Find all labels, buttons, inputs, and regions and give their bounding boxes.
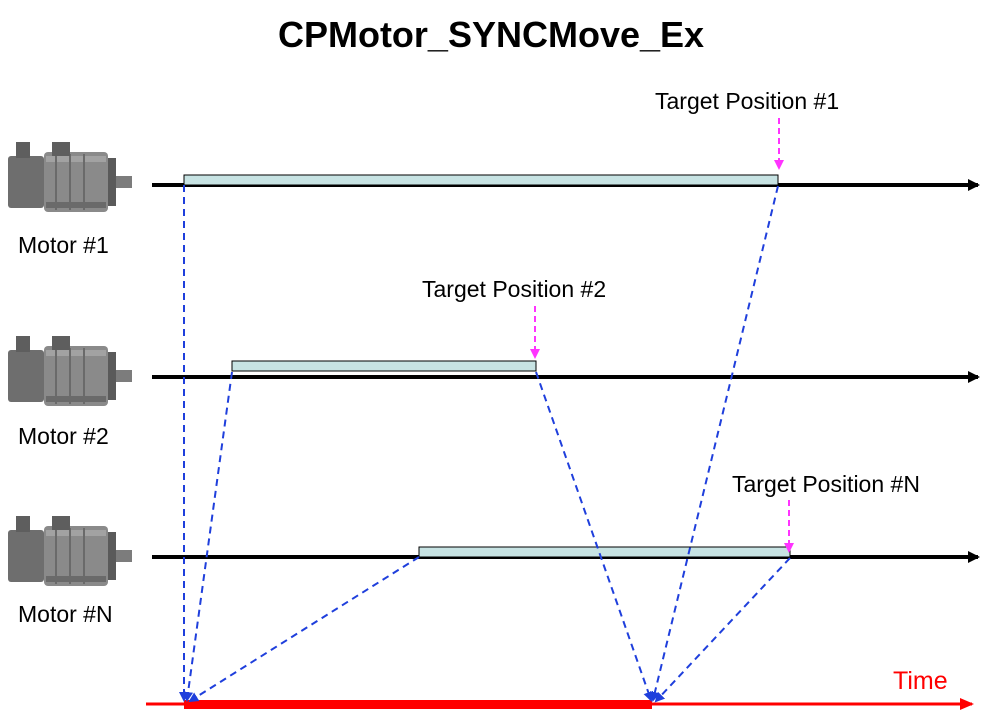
end-connector-motor-1 (650, 185, 779, 702)
end-connector-motor-2 (535, 371, 654, 702)
motor-2-move-bar (231, 360, 537, 372)
start-connector-motor-2 (183, 371, 233, 702)
end-connector-motor-n (654, 557, 791, 703)
target-1-label: Target Position #1 (655, 88, 840, 114)
servo-motor-icon (7, 335, 133, 407)
target-n-label: Target Position #N (732, 471, 920, 497)
motor-n-label: Motor #N (18, 601, 113, 627)
motor-n-move-bar (418, 546, 791, 558)
time-axis-label: Time (893, 667, 948, 695)
time-axis-sync-segment (184, 700, 652, 709)
servo-motor-icon (7, 141, 133, 213)
diagram-title: CPMotor_SYNCMove_Ex (277, 14, 705, 55)
start-connector-motor-n (188, 556, 420, 703)
motor-2-label: Motor #2 (18, 423, 109, 449)
servo-motor-icon (7, 515, 133, 587)
target-2-label: Target Position #2 (422, 276, 607, 302)
motor-1-label: Motor #1 (18, 232, 109, 258)
motor-1-move-bar (183, 174, 779, 186)
